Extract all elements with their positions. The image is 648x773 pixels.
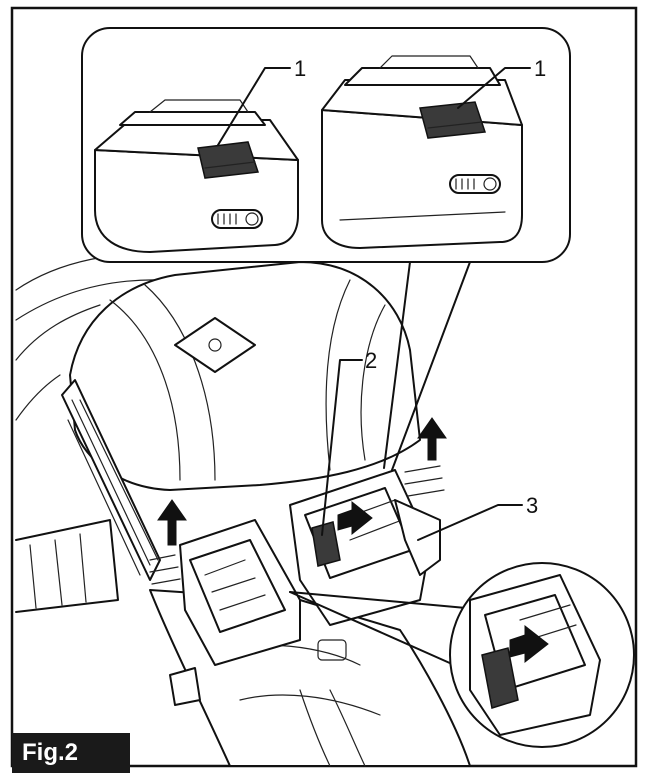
machine-body (15, 253, 471, 767)
battery-latch (311, 521, 341, 567)
lift-arrows (149, 417, 447, 585)
figure-label: Fig.2 (12, 733, 130, 773)
callout-leaders (217, 67, 531, 541)
latch-detail-inset (449, 562, 635, 748)
charge-indicator (449, 174, 501, 194)
callout-1-small-battery: 1 (294, 56, 306, 81)
left-lift-arrow (157, 499, 187, 546)
callout-3-slot-cover: 3 (526, 493, 538, 518)
charge-indicator (211, 209, 263, 229)
left-battery-slot (169, 519, 301, 706)
latch-push-arrow (337, 500, 373, 536)
battery-release-button (197, 141, 260, 179)
battery-release-button (419, 101, 487, 139)
callout-1-large-battery: 1 (534, 56, 546, 81)
large-battery-illustration (321, 55, 523, 249)
callout-2-latch: 2 (365, 348, 377, 373)
right-lift-arrow (417, 417, 447, 461)
battery-inset (81, 27, 571, 263)
zoom-connectors (289, 261, 489, 673)
small-battery-illustration (94, 99, 299, 253)
